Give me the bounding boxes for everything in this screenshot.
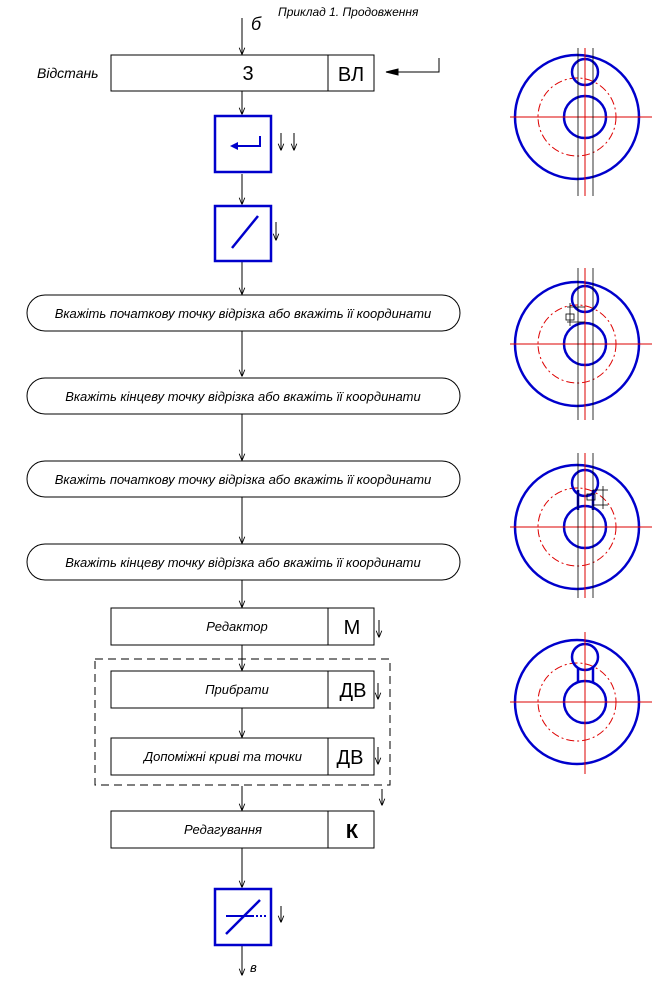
distance-value: 3 [242,63,253,85]
prompt-text-1: Вкажіть початкову точку відрізка або вка… [55,306,432,321]
enter-icon[interactable] [213,114,273,174]
prompt-text-2: Вкажіть кінцеву точку відрізка або вкажі… [65,389,421,404]
editing-step[interactable]: Редагування К [110,810,375,849]
editor-label: Редактор [206,619,267,634]
end-connector-label: в [250,960,257,975]
part-drawing-1 [510,48,652,196]
remove-label: Прибрати [205,682,269,697]
distance-step[interactable]: 3 ВЛ [110,54,375,92]
prompt-text-3: Вкажіть початкову точку відрізка або вка… [55,472,432,487]
keyboard-pointer-icon [385,58,440,76]
prompt-end-point-1: Вкажіть кінцеву точку відрізка або вкажі… [26,377,461,415]
remove-key: ДВ [340,680,367,702]
double-down-arrow-icon [281,133,294,150]
start-connector-label: б [251,14,262,34]
prompt-end-point-2: Вкажіть кінцеву точку відрізка або вкажі… [26,543,461,581]
part-drawing-3 [510,453,652,598]
aux-curves-step[interactable]: Допоміжні криві та точки ДВ [110,737,375,776]
remove-step[interactable]: Прибрати ДВ [110,670,375,709]
trim-icon[interactable] [213,887,273,947]
page-title: Приклад 1. Продовження [278,5,419,19]
editor-key: М [344,617,361,639]
prompt-start-point-2: Вкажіть початкову точку відрізка або вка… [26,460,461,498]
editor-step[interactable]: Редактор М [110,607,375,646]
dashed-group-frame [94,658,391,786]
part-drawing-2 [510,268,652,420]
segment-icon[interactable] [213,204,273,263]
aux-key: ДВ [337,747,364,769]
distance-side-label: Відстань [37,65,99,81]
editing-key: К [346,821,359,843]
aux-label: Допоміжні криві та точки [142,749,302,764]
editing-label: Редагування [184,822,262,837]
prompt-start-point-1: Вкажіть початкову точку відрізка або вка… [26,294,461,332]
part-drawing-4 [510,632,652,774]
prompt-text-4: Вкажіть кінцеву точку відрізка або вкажі… [65,555,421,570]
distance-key: ВЛ [338,64,364,86]
